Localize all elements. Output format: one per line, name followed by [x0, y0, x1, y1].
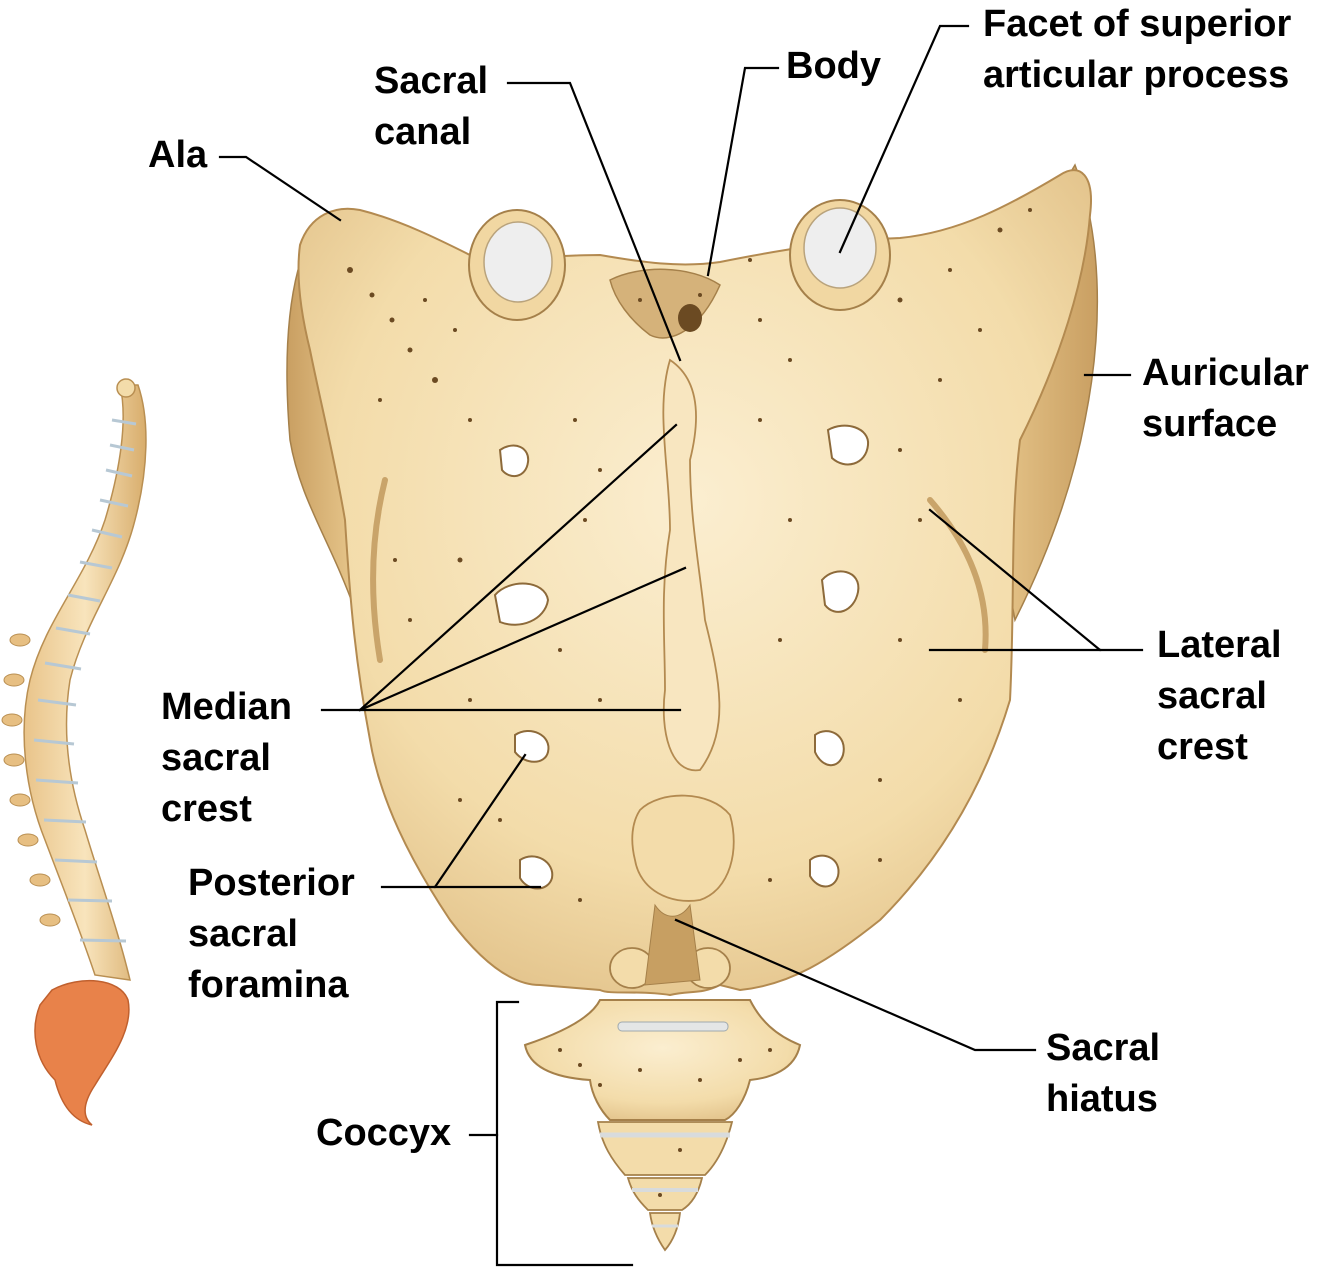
label-coccyx: Coccyx	[316, 1108, 451, 1159]
label-sacral-hiatus: Sacral hiatus	[1046, 1023, 1160, 1125]
vertebral-column-icon	[2, 379, 146, 1125]
label-sacral-hiatus-line2: hiatus	[1046, 1074, 1160, 1125]
label-ala: Ala	[148, 130, 207, 181]
label-body: Body	[786, 41, 881, 92]
label-sacral-canal-line2: canal	[374, 107, 488, 158]
label-lateral-sacral-crest: Lateral sacral crest	[1157, 620, 1282, 773]
label-body-line1: Body	[786, 41, 881, 92]
label-sacral-hiatus-line1: Sacral	[1046, 1023, 1160, 1074]
label-posterior-sacral-foramina: Posterior sacral foramina	[188, 858, 355, 1011]
sacrum-coccyx-icon	[287, 165, 1097, 1250]
label-facet-line1: Facet of superior	[983, 0, 1291, 50]
leader-body	[708, 68, 778, 275]
label-lateral-sacral-crest-line3: crest	[1157, 722, 1282, 773]
label-facet: Facet of superior articular process	[983, 0, 1291, 101]
label-auricular-surface: Auricular surface	[1142, 348, 1309, 450]
label-coccyx-line1: Coccyx	[316, 1108, 451, 1159]
label-lateral-sacral-crest-line1: Lateral	[1157, 620, 1282, 671]
label-facet-line2: articular process	[983, 50, 1291, 101]
sacrum-highlight	[35, 981, 129, 1125]
label-sacral-canal-line1: Sacral	[374, 56, 488, 107]
label-median-sacral-crest-line3: crest	[161, 784, 292, 835]
label-posterior-sacral-foramina-line1: Posterior	[188, 858, 355, 909]
leader-ala	[220, 157, 340, 220]
label-auricular-surface-line1: Auricular	[1142, 348, 1309, 399]
label-lateral-sacral-crest-line2: sacral	[1157, 671, 1282, 722]
label-median-sacral-crest-line1: Median	[161, 682, 292, 733]
label-auricular-surface-line2: surface	[1142, 399, 1309, 450]
label-posterior-sacral-foramina-line3: foramina	[188, 960, 355, 1011]
label-median-sacral-crest-line2: sacral	[161, 733, 292, 784]
label-median-sacral-crest: Median sacral crest	[161, 682, 292, 835]
label-posterior-sacral-foramina-line2: sacral	[188, 909, 355, 960]
label-ala-line1: Ala	[148, 130, 207, 181]
label-sacral-canal: Sacral canal	[374, 56, 488, 158]
